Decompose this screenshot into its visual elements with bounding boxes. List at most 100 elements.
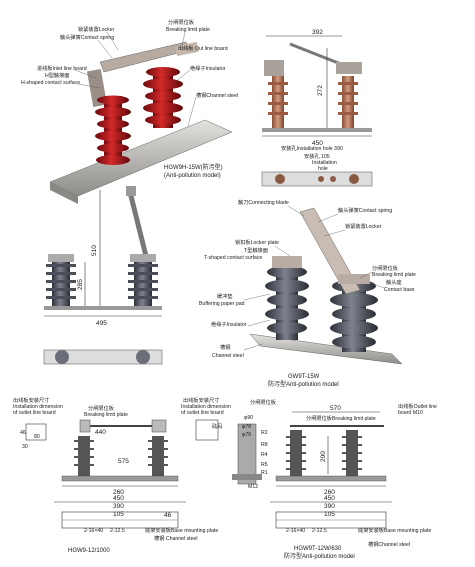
- br-model: HGW9T-12W/630: [294, 546, 342, 552]
- label-buffer-pad: 缓冲垫: [217, 292, 233, 300]
- leader-lines-mid-right: [243, 205, 385, 351]
- bl-breaking-en: Breaking limit plate: [84, 412, 128, 418]
- br-dim-260: 260: [324, 489, 335, 496]
- br-dim-450: 450: [324, 495, 335, 502]
- br-base-plate: [275, 475, 387, 482]
- br-outline-board: 出线板Outlet line: [398, 402, 437, 410]
- label-locker: 锁紧装置Locker: [78, 25, 115, 33]
- label-channel-steel-mid: 槽钢: [220, 343, 230, 351]
- br-dim-570: 570: [330, 405, 341, 412]
- bl-insulators: [74, 436, 168, 476]
- bottom-right-drawing: 570 分闸限位板Breaking limit plate 出线板Outlet …: [270, 402, 437, 560]
- bl-dim-46: 46: [20, 430, 26, 436]
- label-h-contact: H型触接面: [45, 71, 70, 79]
- br-dim-200: 200: [320, 451, 327, 462]
- label-breaking-limit: 分闸限位板: [168, 18, 195, 26]
- br-phi: 2-12.5: [312, 528, 327, 534]
- bl-dim-105: 105: [113, 511, 124, 518]
- bl-dim-80: 80: [34, 434, 40, 440]
- bl-phi: 2-12.5: [110, 528, 125, 534]
- br-breaking-limit: 分闸限位板Breaking limit plate: [306, 414, 376, 422]
- channel-steel-mid: [249, 333, 403, 365]
- bm-outlet-dim-en2: of outlet line board: [181, 410, 224, 416]
- bl-base-plate: [61, 475, 179, 482]
- bl-dim-46b: 46: [164, 512, 172, 519]
- insulator-left: [95, 95, 131, 165]
- bm-outlet-dim-en: Installation dimension: [181, 404, 231, 410]
- bm-r8: R8: [261, 442, 268, 448]
- caption-mid-right: GW9T-15W: [288, 374, 320, 380]
- bm-r5: R5: [261, 462, 268, 468]
- label-contact-spring: 触头弹簧Contact spring: [60, 33, 114, 41]
- bl-channel-steel: 槽钢 Channel steel: [154, 534, 198, 542]
- label-channel-steel: 槽钢Channel steel: [196, 91, 238, 99]
- bm-m12: M12: [248, 484, 258, 490]
- base-plate-mid-left: [44, 306, 162, 310]
- base-plan-top-right: [261, 171, 373, 187]
- br-dim-390: 390: [324, 503, 335, 510]
- dim-495: 495: [96, 320, 107, 327]
- bl-mount-plate: 底架安装板Base mounting plate: [145, 526, 218, 534]
- label-t-contact-en: T-shaped contact surface: [204, 255, 262, 261]
- caption-mid-right-2: 防污型Anti-pollution model: [268, 380, 339, 388]
- label-breaking-limit-mid: 分闸限位板: [372, 264, 399, 272]
- blade-mid-right: [299, 207, 361, 295]
- label-hole-en2: hole: [318, 166, 328, 172]
- bl-dim-440: 440: [95, 429, 106, 436]
- bl-model: HGW9-12/1000: [68, 548, 110, 554]
- bl-outlet-dim-en: Installation dimension: [13, 404, 63, 410]
- label-locker-plate: 锁扣板Locker plate: [235, 238, 279, 246]
- dim-450: 450: [312, 140, 323, 147]
- br-holes: 2-16×40: [286, 528, 305, 534]
- bl-dim-390: 390: [113, 503, 124, 510]
- br-channel-steel: 槽钢Channel steel: [368, 540, 410, 548]
- bl-dim-30: 30: [22, 444, 28, 450]
- mid-right-render: 触刀Connecting blade 触头弹簧Contact spring 锁紧…: [199, 198, 416, 388]
- bl-holes: 2-16×40: [84, 528, 103, 534]
- out-line-board-top: [175, 41, 199, 57]
- label-install-hole: 安装孔Installation hole 390: [281, 144, 343, 152]
- dim-272: 272: [317, 85, 324, 96]
- br-dim-105: 105: [324, 511, 335, 518]
- mid-left-drawing: 495 510 285: [43, 186, 163, 365]
- label-contact-seat: 触头座: [386, 278, 402, 286]
- bm-contact-body: [237, 423, 257, 485]
- label-contact-spring-mid: 触头弹簧Contact spring: [338, 206, 392, 214]
- br-outline-board2: board M10: [398, 410, 423, 416]
- bm-phi78: φ78: [242, 424, 251, 430]
- caption-top-left: HGW9H-15W(防污型): [164, 163, 223, 171]
- dim-285: 285: [77, 279, 84, 290]
- top-right-drawing: 392 450 272 安装孔Installation hole 390 安装孔…: [261, 29, 373, 187]
- label-buffer-pad-en: Buffering paper pad: [199, 301, 245, 307]
- bl-dim-450: 450: [113, 495, 124, 502]
- insulator-right: [143, 67, 183, 128]
- label-out-line-board: 出线板 Out line board: [178, 44, 228, 52]
- bm-r2: R2: [261, 430, 268, 436]
- bm-phi90: φ90: [244, 415, 253, 421]
- bm-phi76: φ76: [242, 432, 251, 438]
- label-channel-steel-mid-en: Channel steel: [212, 353, 244, 359]
- bl-outlet-dim-en2: of outlet line board: [13, 410, 56, 416]
- label-contact-base: Contact base: [384, 287, 415, 293]
- dim-510: 510: [91, 245, 98, 256]
- br-insulators: [286, 430, 362, 476]
- bl-outlet-dim-cn: 出线板安装尺寸: [13, 396, 49, 404]
- label-inlet-line-board: 进线板Inlet line board: [37, 64, 87, 72]
- bm-breaking-cn: 分闸限位板: [250, 398, 277, 406]
- br-model2: 防污型Anti-pollution model: [284, 552, 355, 560]
- channel-steel-base: [49, 119, 233, 197]
- label-t-contact: T型触接面: [244, 246, 268, 254]
- base-plate-top-right: [262, 128, 372, 132]
- label-hole-cn: 安装孔 105: [304, 152, 330, 160]
- insulator-gray-left: [46, 262, 76, 306]
- label-locker-mid: 锁紧装置Locker: [345, 222, 382, 230]
- label-h-contact-en: H-shaped contact surface: [21, 80, 80, 86]
- label-hole-en: Installation: [312, 160, 337, 166]
- base-plan-mid-left: [43, 349, 163, 365]
- bm-r4: R4: [261, 452, 268, 458]
- leader-lines-top-left: [74, 31, 197, 127]
- insulator-gray-right: [128, 262, 158, 306]
- bl-dim-260: 260: [113, 489, 124, 496]
- br-mount-plate: 底架安装板Base mounting plate: [358, 526, 431, 534]
